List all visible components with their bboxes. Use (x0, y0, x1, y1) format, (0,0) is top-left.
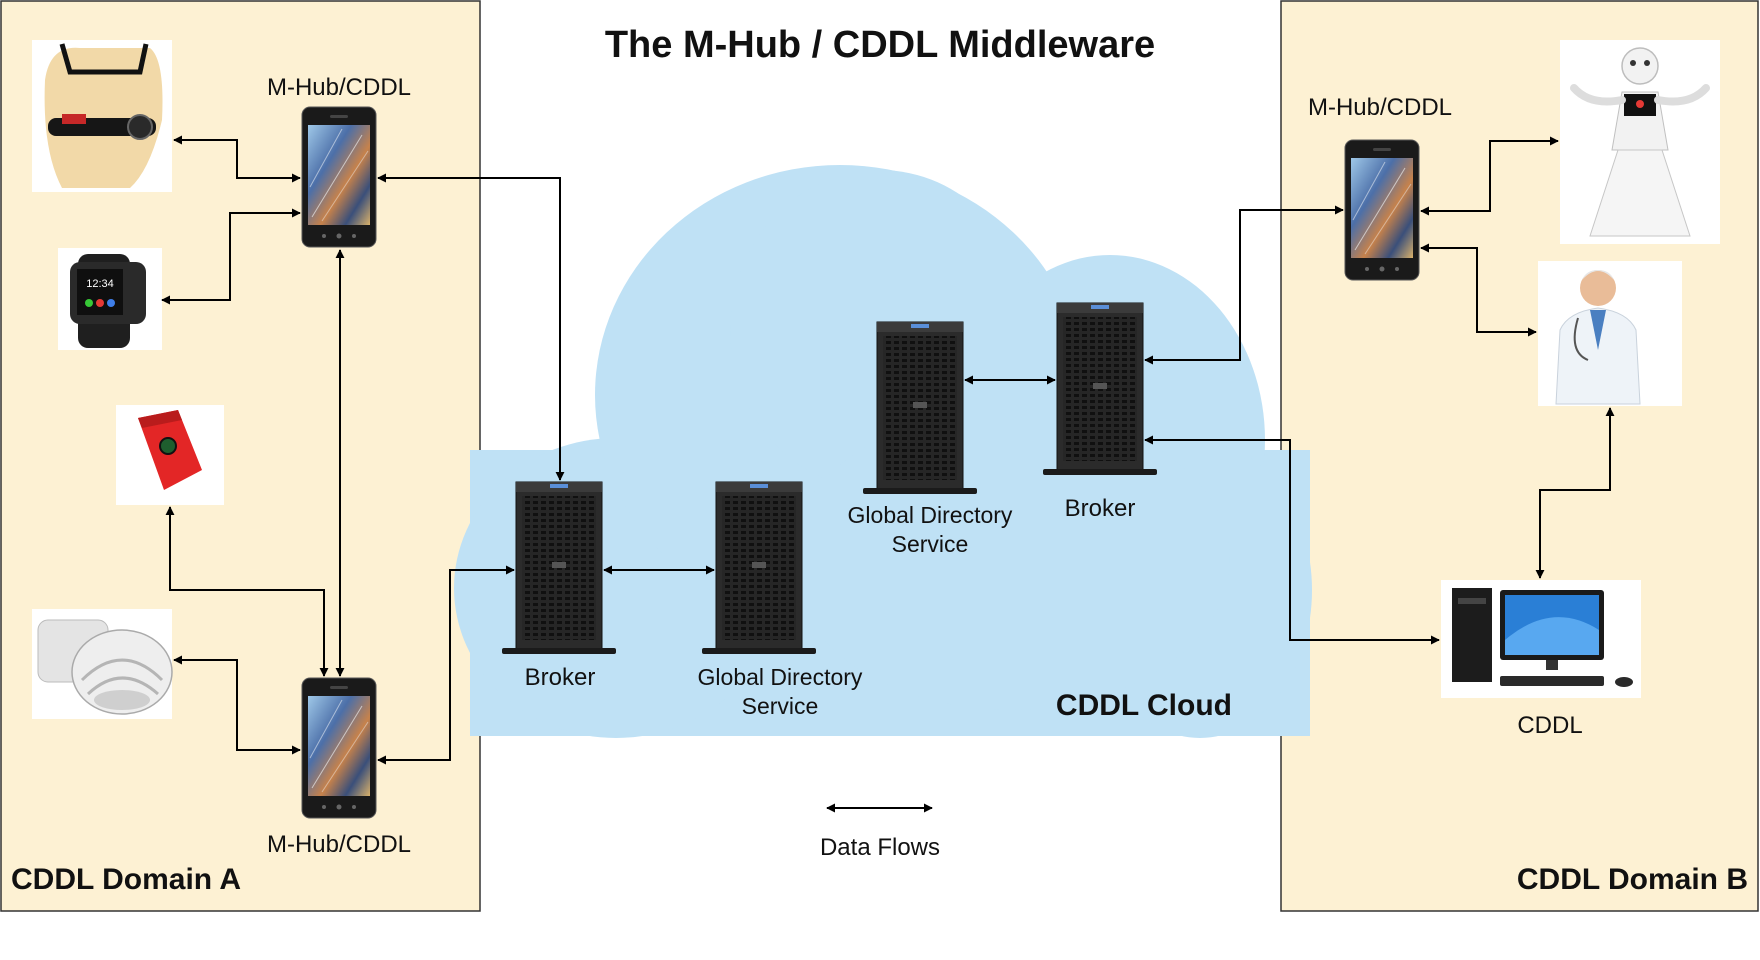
gds-right-label-line2: Service (892, 531, 969, 557)
domain-b-hub-label: M-Hub/CDDL (1308, 94, 1452, 121)
tower-server-icon (501, 481, 617, 655)
data-flow-arrow (165, 506, 329, 677)
broker-right-label: Broker (1065, 495, 1136, 522)
data-flow-arrow (161, 208, 301, 305)
svg-text:12:34: 12:34 (86, 278, 114, 290)
legend-label: Data Flows (820, 834, 940, 861)
data-flow-arrow (1420, 136, 1559, 216)
domain-b-label: CDDL Domain B (1517, 863, 1748, 896)
tower-server-icon (701, 481, 817, 655)
gds-left-label-line2: Service (742, 693, 819, 719)
heart-rate-chest-strap-icon (32, 40, 172, 192)
data-flow-arrow (1420, 243, 1537, 337)
smartphone-icon (301, 106, 377, 248)
data-flow-arrow (173, 135, 301, 183)
data-flow-arrow (1144, 205, 1344, 365)
data-flow-arrows (161, 135, 1615, 765)
cloud-label: CDDL Cloud (1056, 689, 1232, 722)
data-flow-arrow (1144, 435, 1440, 645)
gds-right-label-line1: Global Directory (848, 502, 1013, 528)
gds-left-label-line1: Global Directory (698, 664, 863, 690)
desktop-computer-icon (1441, 580, 1641, 698)
smartphone-icon (1344, 139, 1420, 281)
tower-server-icon (1042, 302, 1158, 476)
doctor-icon (1538, 261, 1682, 406)
domain-a-hub-top-label: M-Hub/CDDL (267, 74, 411, 101)
data-flow-arrow (1535, 407, 1615, 579)
red-sensor-tag-icon (116, 405, 224, 505)
data-flow-arrow (173, 655, 301, 755)
domain-b-pc-label: CDDL (1517, 712, 1582, 739)
tower-server-icon (862, 321, 978, 495)
humanoid-robot-icon (1560, 40, 1720, 244)
broker-left-label: Broker (525, 664, 596, 691)
data-flow-arrow (377, 565, 515, 765)
smartwatch-icon: 12:34 (58, 248, 162, 350)
diagram-title: The M-Hub / CDDL Middleware (605, 24, 1155, 66)
domain-a-hub-bottom-label: M-Hub/CDDL (267, 831, 411, 858)
motion-sensor-icon (32, 609, 173, 719)
data-flow-arrow (377, 173, 565, 481)
smartphone-icon (301, 677, 377, 819)
domain-a-label: CDDL Domain A (11, 863, 241, 896)
